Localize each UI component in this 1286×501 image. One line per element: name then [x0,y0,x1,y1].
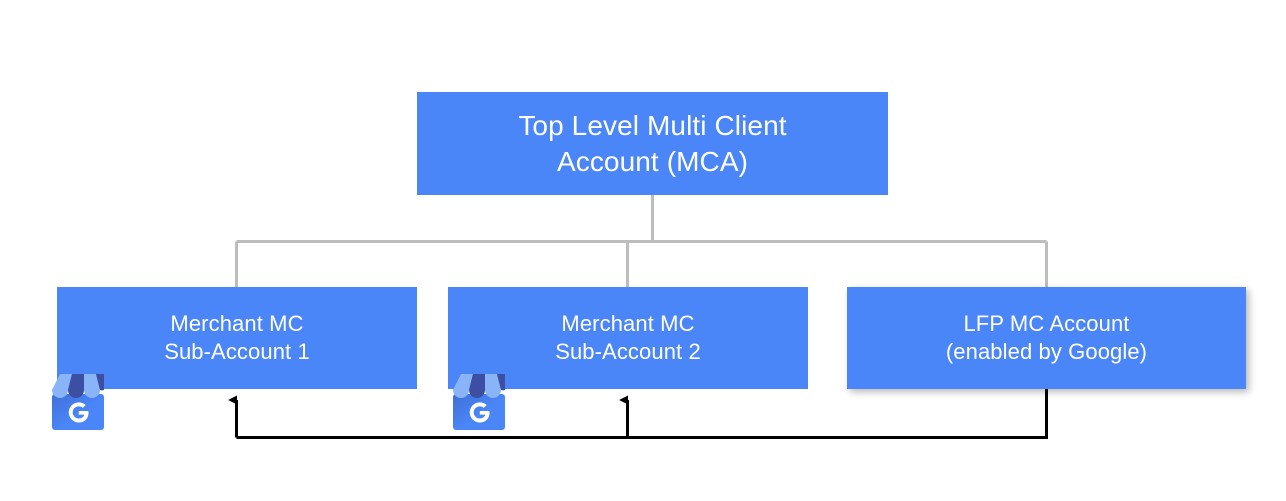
node-merchant-2-line1: Merchant MC [561,310,695,336]
flow-edge-lfp-to-merchants [236,389,1048,439]
node-lfp-line1: LFP MC Account [963,310,1130,336]
node-merchant-sub-account-2[interactable]: Merchant MC Sub-Account 2 [448,287,808,389]
google-business-profile-storefront-icon [52,374,104,430]
node-lfp-mc-account[interactable]: LFP MC Account (enabled by Google) [847,287,1246,389]
node-merchant-1-line1: Merchant MC [170,310,304,336]
node-merchant-sub-account-1[interactable]: Merchant MC Sub-Account 1 [57,287,417,389]
node-top-level-mca[interactable]: Top Level Multi Client Account (MCA) [417,92,888,195]
google-business-profile-storefront-icon [453,374,505,430]
node-mca-line2: Account (MCA) [556,145,749,177]
node-merchant-2-line2: Sub-Account 2 [555,339,701,364]
node-merchant-1-line2: Sub-Account 1 [164,339,310,364]
node-mca-line1: Top Level Multi Client [518,109,787,141]
node-lfp-line2: (enabled by Google) [945,339,1148,364]
